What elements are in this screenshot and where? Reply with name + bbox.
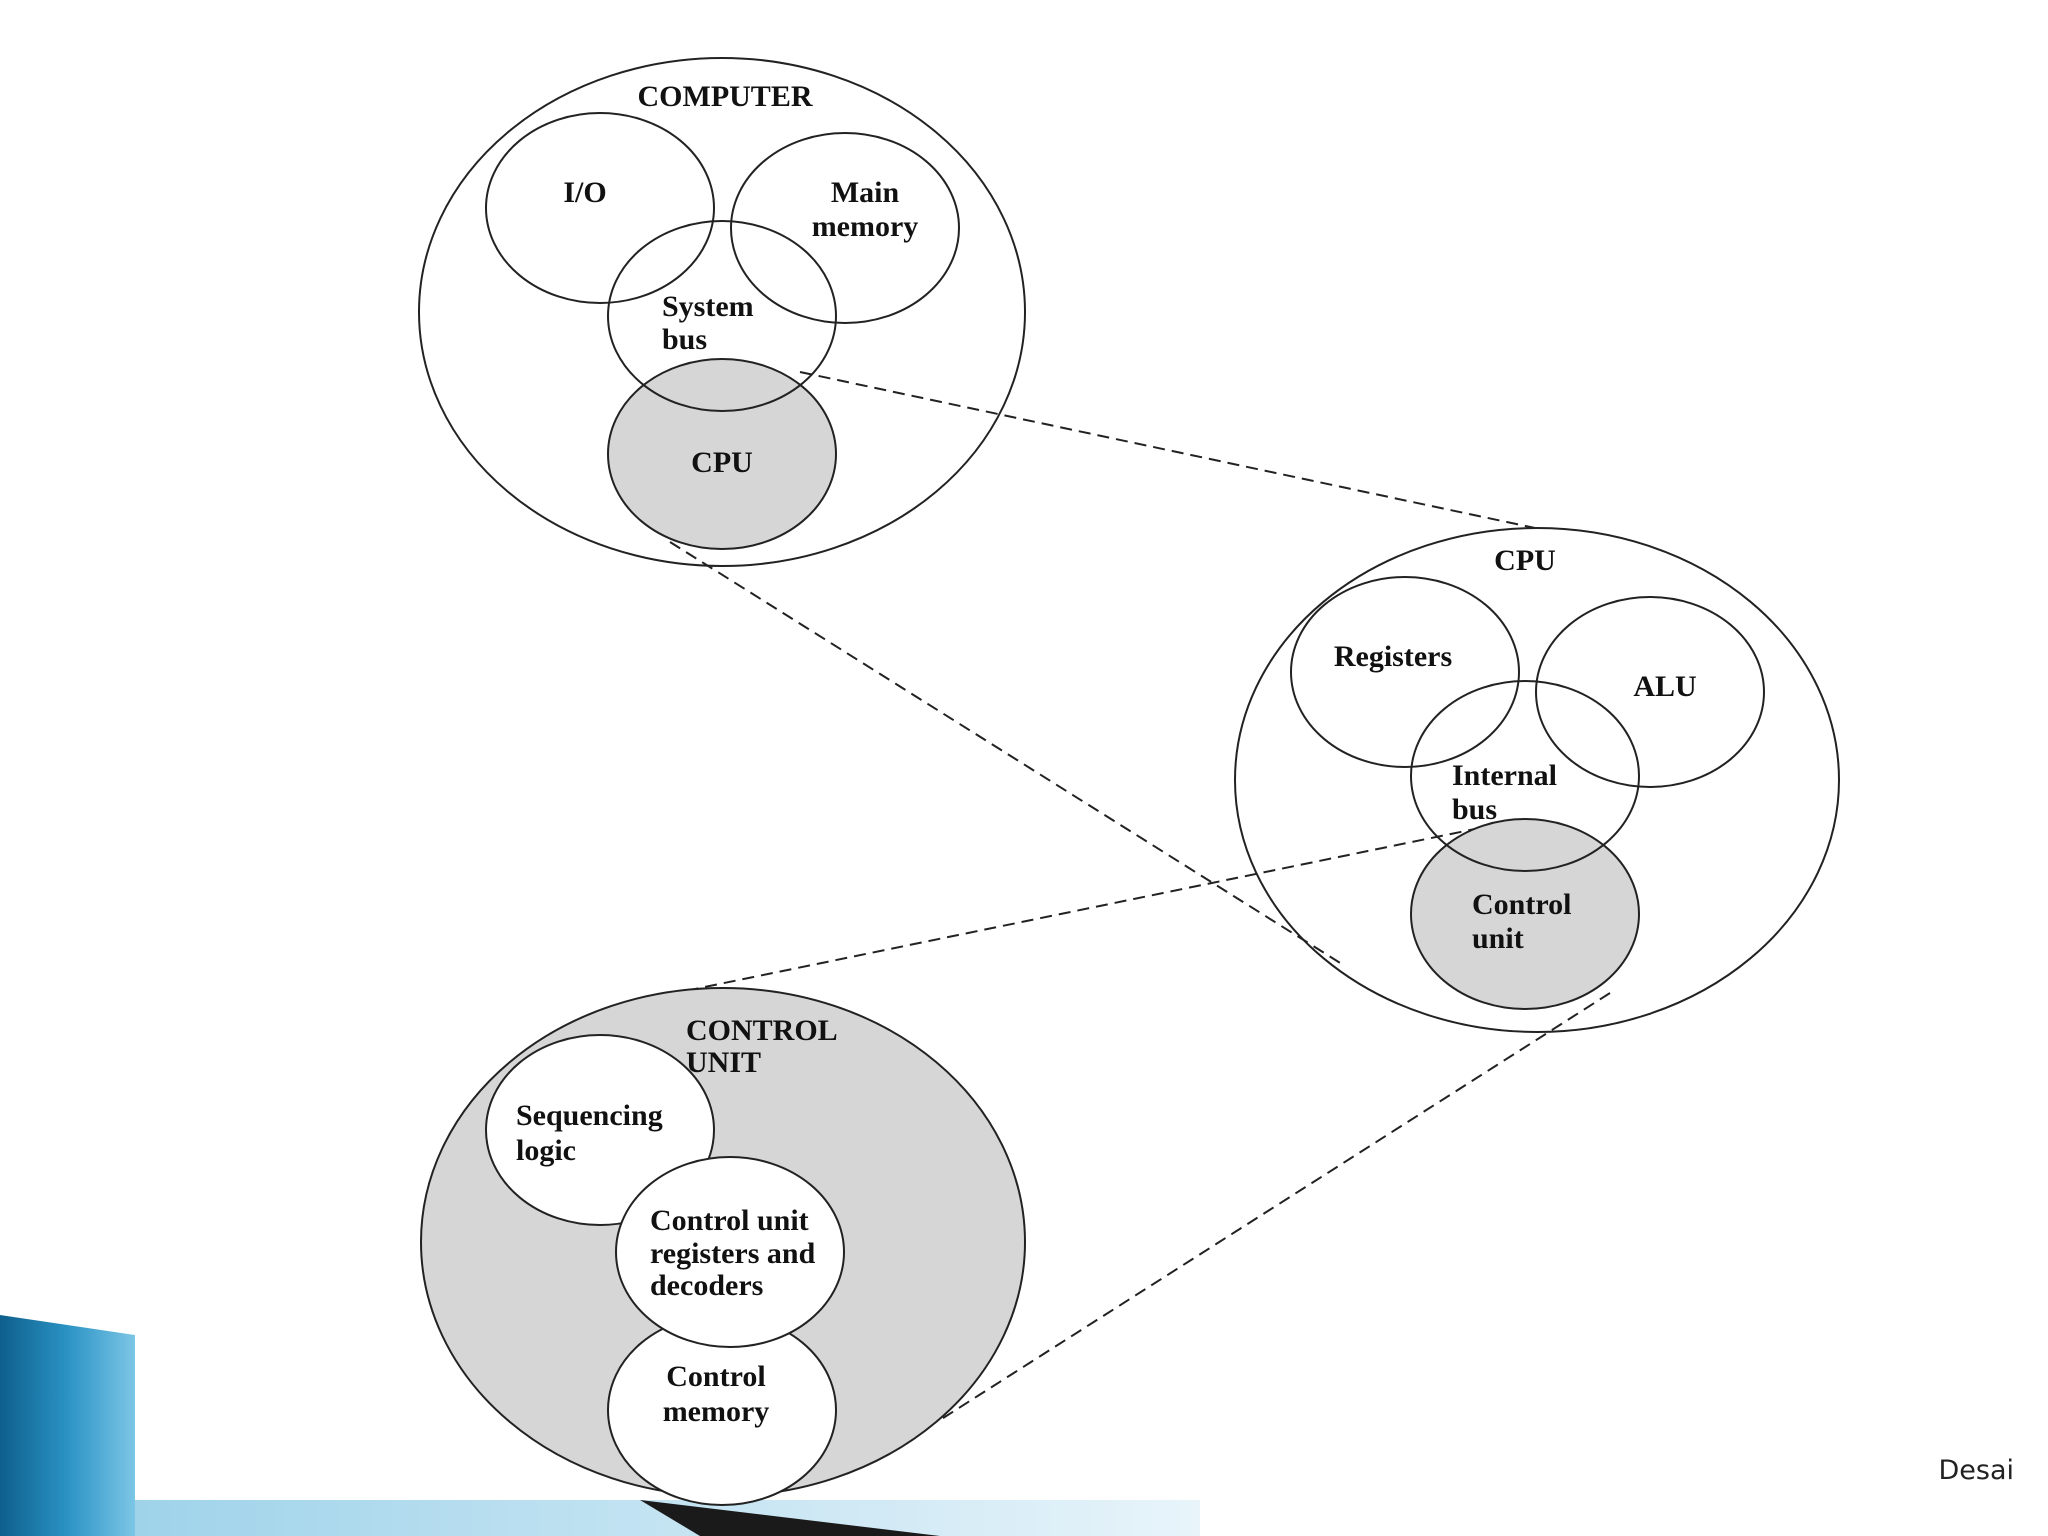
cpu-outer-circle — [1234, 527, 1840, 1033]
system-bus-label-1: System — [662, 290, 754, 323]
connector-cu-bottom — [939, 992, 1611, 1421]
control-unit-diagram: CONTROL UNIT Sequencing logic Control un… — [420, 987, 1026, 1506]
connector-cpu-bottom — [669, 541, 1346, 967]
main-memory-label-2: memory — [812, 210, 919, 243]
internal-bus-label-1: Internal — [1452, 759, 1557, 792]
internal-bus-label-2: bus — [1452, 793, 1497, 826]
control-unit-title-2: UNIT — [686, 1046, 761, 1079]
control-memory-label-1: Control — [666, 1360, 765, 1393]
control-unit-circle — [1410, 818, 1640, 1010]
control-memory-label-2: memory — [663, 1395, 770, 1428]
control-unit-label-2: unit — [1472, 922, 1524, 955]
io-label: I/O — [563, 176, 606, 209]
computer-diagram: COMPUTER I/O Main memory System bus CPU — [418, 57, 1026, 567]
control-unit-title-1: CONTROL — [686, 1014, 838, 1047]
author-label: Desai — [1938, 1455, 2014, 1486]
registers-decoders-label-2: registers and — [650, 1237, 816, 1270]
connector-cpu-top — [799, 371, 1536, 529]
registers-label: Registers — [1334, 640, 1452, 673]
zoom-connectors — [669, 371, 1611, 1421]
computer-title: COMPUTER — [638, 80, 813, 113]
registers-decoders-label-3: decoders — [650, 1269, 763, 1302]
sequencing-logic-label-1: Sequencing — [516, 1099, 663, 1132]
system-bus-circle — [607, 220, 837, 412]
alu-label: ALU — [1633, 670, 1696, 703]
control-unit-label-1: Control — [1472, 888, 1571, 921]
registers-circle — [1290, 576, 1520, 768]
io-circle — [485, 112, 715, 304]
main-memory-label-1: Main — [831, 176, 900, 209]
connector-cu-top — [689, 827, 1481, 991]
computer-outer-circle — [418, 57, 1026, 567]
internal-bus-circle — [1410, 680, 1640, 872]
cpu-diagram: CPU Registers ALU Internal bus Control u… — [1234, 527, 1840, 1033]
sequencing-logic-label-2: logic — [516, 1134, 576, 1167]
system-bus-label-2: bus — [662, 323, 707, 356]
cpu-title: CPU — [1494, 544, 1556, 577]
cpu-circle — [607, 358, 837, 550]
registers-decoders-label-1: Control unit — [650, 1204, 809, 1237]
control-unit-registers-circle — [615, 1156, 845, 1348]
main-memory-circle — [730, 132, 960, 324]
sequencing-logic-circle — [485, 1034, 715, 1226]
alu-circle — [1535, 596, 1765, 788]
slide-corner-decoration — [0, 1315, 1200, 1536]
cpu-label: CPU — [691, 446, 753, 479]
